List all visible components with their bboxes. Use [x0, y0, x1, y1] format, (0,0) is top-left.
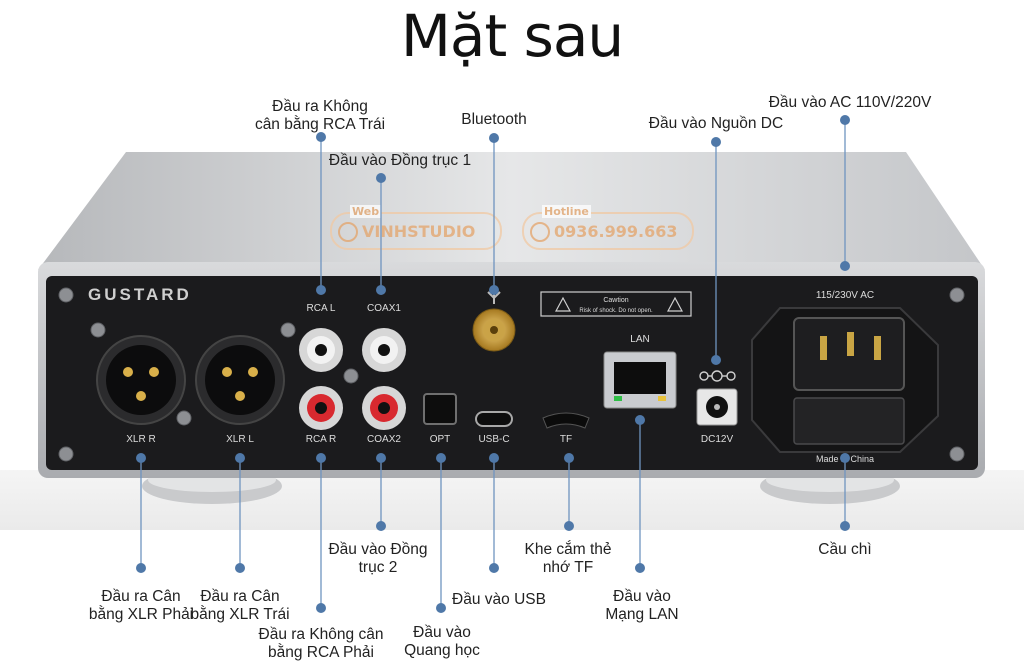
phone-icon [530, 222, 550, 242]
tf-slot [542, 412, 590, 429]
callout-coax2: Đầu vào Đồng trục 2 [328, 541, 428, 576]
panel-label-xlr-r: XLR R [126, 434, 155, 445]
callout-ac: Đầu vào AC 110V/220V [768, 94, 932, 111]
chassis-top [38, 152, 985, 270]
callout-lan: Đầu vào Mạng LAN [605, 588, 679, 623]
fuse-holder [793, 397, 905, 445]
rca-jacks [299, 328, 406, 430]
page-title: Mặt sau [400, 2, 624, 70]
usbc-port [475, 411, 513, 427]
panel-label-usbc: USB-C [478, 434, 509, 445]
callout-xlr-l: Đầu ra Cân bằng XLR Trái [190, 588, 290, 623]
watermark-web-value: VINHSTUDIO [362, 222, 476, 241]
xlr-connectors [96, 335, 285, 425]
rear-panel [46, 276, 978, 470]
callout-rca-l: Đầu ra Không cân bằng RCA Trái [254, 98, 386, 133]
panel-label-dc: DC12V [701, 434, 734, 445]
optical-port [423, 393, 457, 425]
watermark-web-label: Web [350, 205, 382, 218]
globe-icon [338, 222, 358, 242]
callout-xlr-r: Đầu ra Cân bằng XLR Phải [88, 588, 194, 623]
dc-polarity-icon [699, 370, 736, 382]
callout-bluetooth: Bluetooth [461, 111, 527, 128]
callout-opt: Đầu vào Quang học [404, 624, 480, 659]
panel-label-rca-r: RCA R [306, 434, 337, 445]
panel-label-lan: LAN [630, 334, 649, 345]
watermark-web: Web VINHSTUDIO [330, 205, 502, 250]
callout-tf: Khe cắm thẻ nhớ TF [524, 541, 612, 576]
panel-label-made: Made in China [816, 454, 874, 464]
panel-label-rca-l: RCA L [307, 303, 336, 314]
panel-label-coax1: COAX1 [367, 303, 401, 314]
callout-rca-r: Đầu ra Không cân bằng RCA Phải [258, 626, 384, 661]
watermark-hotline-value: 0936.999.663 [554, 222, 678, 241]
watermark-hotline: Hotline 0936.999.663 [522, 205, 694, 250]
watermark-hotline-label: Hotline [542, 205, 591, 218]
caution-text: Risk of shock. Do not open. [579, 308, 653, 314]
callout-fuse: Cầu chì [818, 541, 872, 558]
panel-label-ac: 115/230V AC [816, 290, 874, 301]
brand-logo: GUSTARD [88, 285, 192, 304]
panel-label-tf: TF [560, 434, 572, 445]
panel-label-coax2: COAX2 [367, 434, 401, 445]
callout-dc: Đầu vào Nguồn DC [648, 115, 784, 132]
callout-coax1: Đầu vào Đồng trục 1 [328, 152, 472, 169]
panel-label-xlr-l: XLR L [226, 434, 254, 445]
callout-usb: Đầu vào USB [452, 591, 546, 608]
panel-label-opt: OPT [430, 434, 451, 445]
caution-title: Cawtion [603, 297, 628, 304]
